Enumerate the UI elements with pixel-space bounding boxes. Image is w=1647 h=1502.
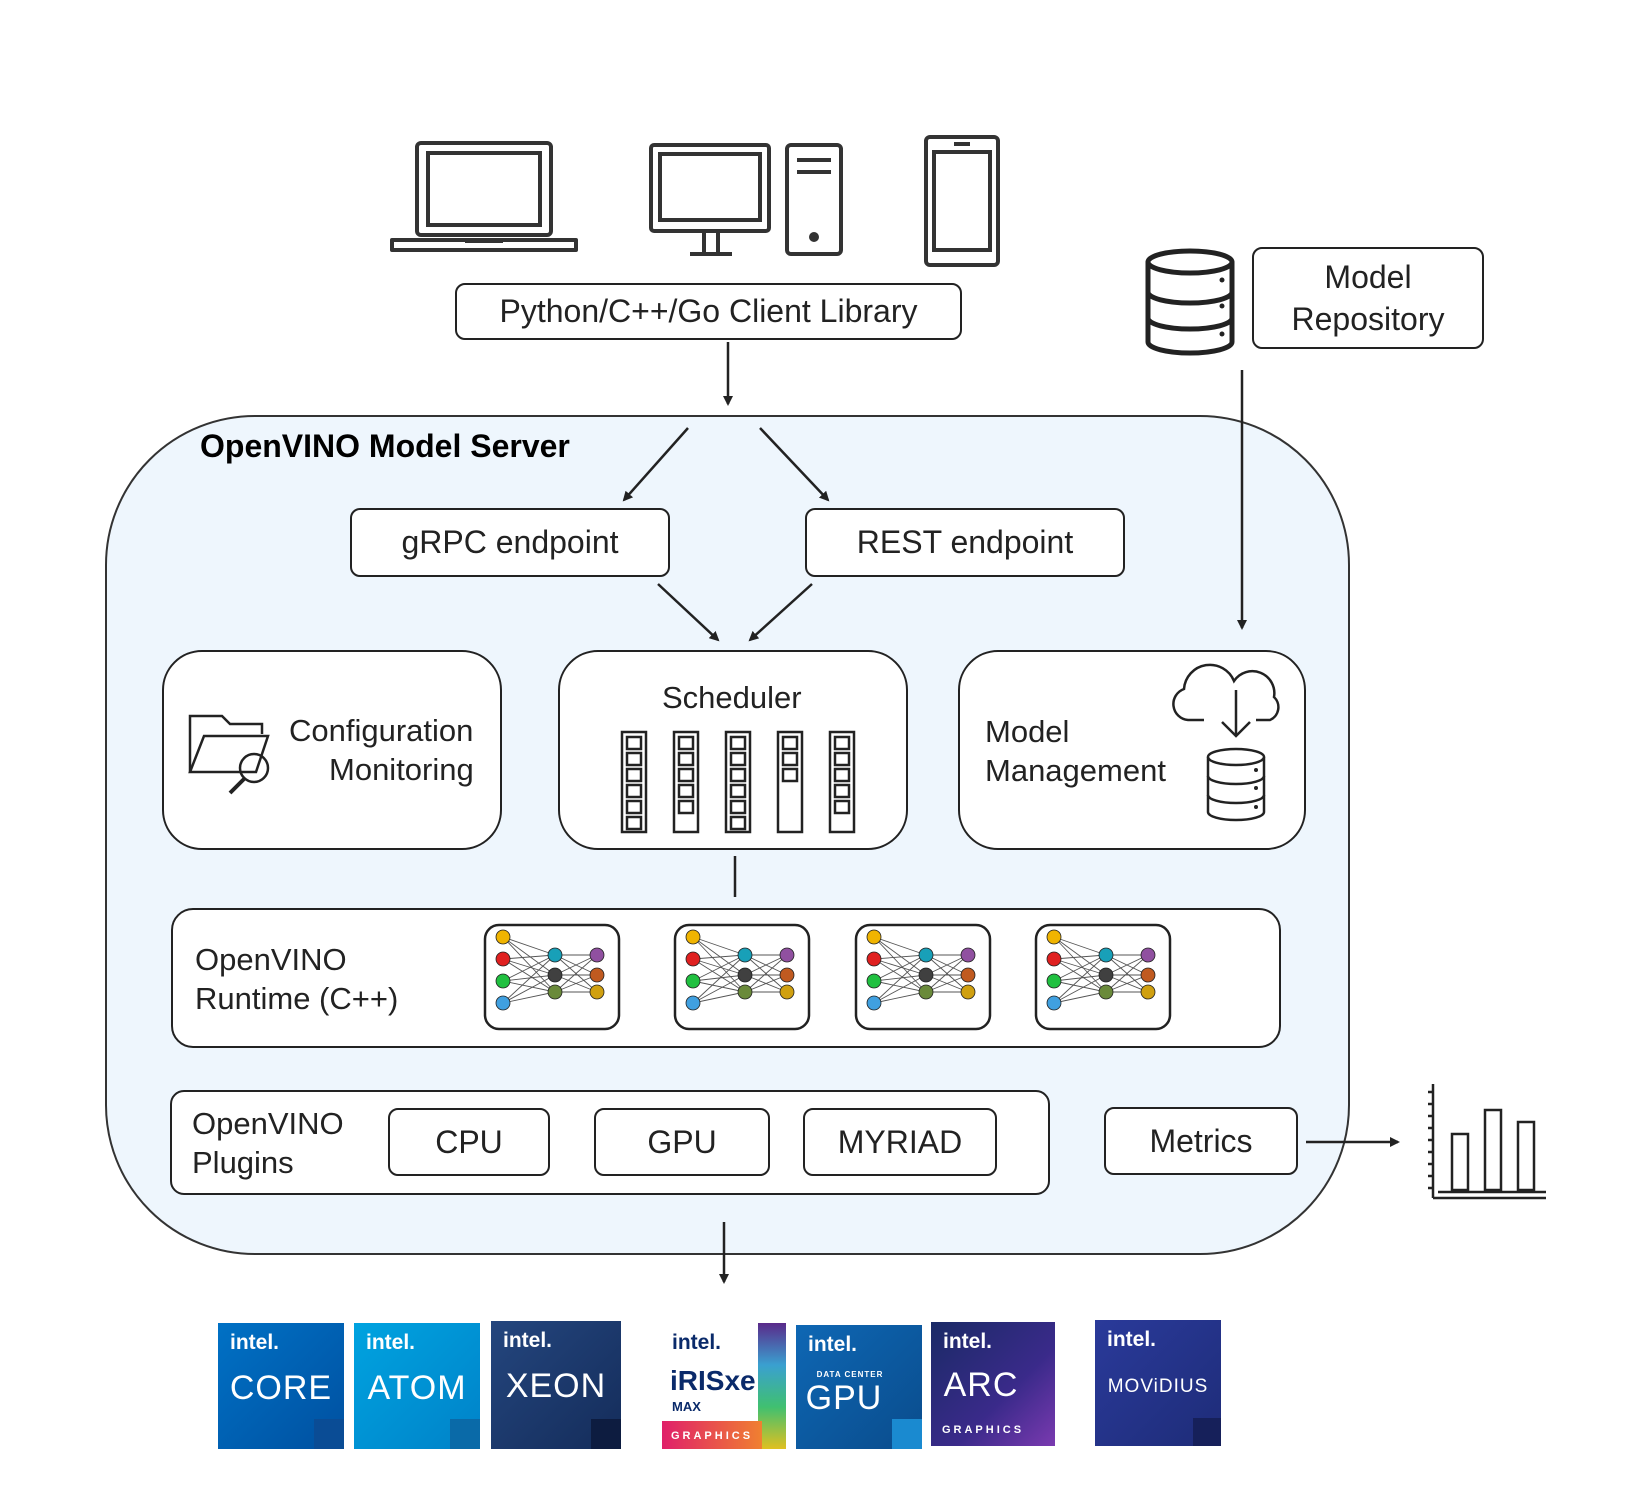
queue-1 bbox=[620, 730, 648, 834]
intel-iris-xe-max-logo: intel. iRISxe MAX GRAPHICS bbox=[662, 1323, 786, 1449]
folder-search-icon bbox=[188, 714, 270, 795]
intel-iris-max: MAX bbox=[672, 1399, 701, 1414]
small-database-icon bbox=[1206, 747, 1266, 822]
intel-xeon-name: XEON bbox=[505, 1367, 607, 1405]
cpu-label: CPU bbox=[435, 1123, 503, 1160]
intel-xeon-logo: intel. XEON bbox=[491, 1321, 621, 1449]
gpu-label: GPU bbox=[647, 1123, 717, 1160]
configuration-monitoring-box bbox=[162, 650, 502, 850]
intel-arc-name: ARC bbox=[943, 1366, 1019, 1404]
intel-movidius-logo: intel. MOViDIUS bbox=[1095, 1320, 1221, 1446]
neural-network-1 bbox=[483, 923, 621, 1031]
intel-movidius-name: MOViDIUS bbox=[1107, 1376, 1209, 1397]
metrics-box: Metrics bbox=[1104, 1107, 1298, 1175]
queue-3 bbox=[724, 730, 752, 834]
intel-arc-logo: intel. ARC GRAPHICS bbox=[931, 1322, 1055, 1446]
cpu-plugin-box: CPU bbox=[388, 1108, 550, 1176]
neural-network-3 bbox=[854, 923, 992, 1031]
laptop-icon bbox=[390, 141, 578, 252]
bar-chart-icon bbox=[1428, 1084, 1546, 1200]
intel-dcgpu-name: GPU bbox=[805, 1379, 883, 1417]
desktop-icon bbox=[649, 143, 843, 256]
cloud-download-icon bbox=[1172, 663, 1280, 738]
intel-atom-logo: intel. ATOM bbox=[354, 1323, 480, 1449]
model-repository-label: Model Repository bbox=[1291, 259, 1445, 337]
runtime-line2: Runtime (C++) bbox=[195, 981, 399, 1016]
scheduler-queues bbox=[620, 730, 856, 834]
intel-dcgpu-brand: intel. bbox=[808, 1333, 858, 1356]
grpc-endpoint-label: gRPC endpoint bbox=[401, 524, 619, 560]
gpu-plugin-box: GPU bbox=[594, 1108, 770, 1176]
model-repository-box: Model Repository bbox=[1252, 247, 1484, 349]
intel-core-name: CORE bbox=[229, 1369, 333, 1407]
intel-core-logo: intel. CORE bbox=[218, 1323, 344, 1449]
intel-iris-name: iRISxe bbox=[670, 1365, 756, 1396]
neural-network-2 bbox=[673, 923, 811, 1031]
intel-data-center-gpu-logo: intel. DATA CENTER GPU bbox=[796, 1325, 922, 1449]
client-library-label: Python/C++/Go Client Library bbox=[499, 293, 918, 329]
queue-5 bbox=[828, 730, 856, 834]
intel-iris-graphics: GRAPHICS bbox=[670, 1430, 754, 1442]
queue-4 bbox=[776, 730, 804, 834]
flow-arrows bbox=[622, 342, 1400, 1284]
metrics-label: Metrics bbox=[1149, 1122, 1253, 1159]
queue-2 bbox=[672, 730, 700, 834]
grpc-endpoint-box: gRPC endpoint bbox=[350, 508, 670, 577]
client-library-box: Python/C++/Go Client Library bbox=[455, 283, 962, 340]
intel-arc-brand: intel. bbox=[943, 1330, 993, 1353]
intel-atom-brand: intel. bbox=[366, 1331, 416, 1354]
configuration-label: Configuration bbox=[289, 713, 474, 748]
neural-network-4 bbox=[1034, 923, 1172, 1031]
intel-arc-graphics: GRAPHICS bbox=[941, 1424, 1025, 1436]
plugins-line2: Plugins bbox=[192, 1145, 294, 1180]
intel-core-brand: intel. bbox=[230, 1331, 280, 1354]
myriad-plugin-box: MYRIAD bbox=[803, 1108, 997, 1176]
server-title: OpenVINO Model Server bbox=[200, 428, 570, 464]
intel-iris-brand: intel. bbox=[672, 1331, 722, 1354]
database-icon bbox=[1145, 248, 1235, 356]
plugins-line1: OpenVINO bbox=[192, 1106, 344, 1141]
intel-movidius-brand: intel. bbox=[1107, 1328, 1157, 1351]
rest-endpoint-box: REST endpoint bbox=[805, 508, 1125, 577]
scheduler-label: Scheduler bbox=[662, 680, 802, 715]
intel-dcgpu-sub: DATA CENTER bbox=[816, 1370, 884, 1379]
intel-xeon-brand: intel. bbox=[503, 1329, 553, 1352]
model-management-line2: Management bbox=[985, 753, 1166, 788]
rest-endpoint-label: REST endpoint bbox=[856, 524, 1074, 560]
myriad-label: MYRIAD bbox=[837, 1123, 963, 1160]
phone-icon bbox=[924, 135, 1000, 267]
intel-atom-name: ATOM bbox=[367, 1369, 467, 1407]
monitoring-label: Monitoring bbox=[329, 752, 474, 787]
model-management-line1: Model bbox=[985, 714, 1070, 749]
runtime-line1: OpenVINO bbox=[195, 942, 347, 977]
